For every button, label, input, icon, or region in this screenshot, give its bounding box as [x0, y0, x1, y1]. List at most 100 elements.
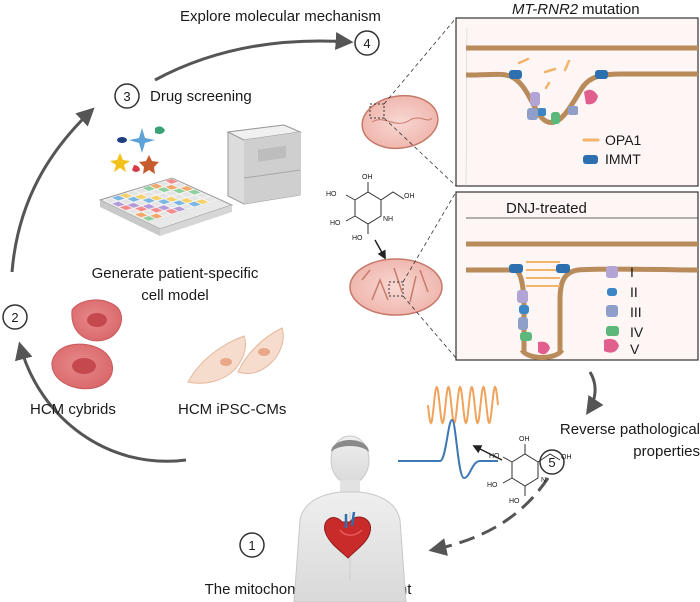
plate-well [111, 195, 126, 202]
mol-bottom-oh-label-2: OH [519, 436, 530, 443]
molecule-to-mito-arrow [374, 239, 386, 260]
cybrid-cells-icon [51, 299, 122, 390]
complex-V-label: V [630, 341, 640, 357]
plate-well [141, 209, 157, 216]
mutation-title-italic: MT-RNR2 [512, 1, 579, 18]
plate-well [179, 191, 195, 198]
plate-well [149, 189, 164, 196]
step-circle-2: 2 [2, 304, 28, 330]
dnj-panel [455, 191, 699, 361]
plate-reader-icon [226, 124, 302, 205]
step-3-label: Drug screening [150, 88, 252, 105]
step-circle-5: 5 [539, 449, 565, 475]
plate-well [133, 211, 149, 218]
plate-well [187, 189, 202, 196]
plate-well [171, 199, 187, 206]
dnj-molecule-top [345, 182, 405, 234]
step-4-label: Explore molecular mechanism [180, 8, 381, 25]
arrow-panel-to-5 [586, 371, 604, 415]
step-number-3: 3 [123, 89, 130, 104]
plate-well [179, 203, 195, 210]
plate-well [171, 193, 187, 200]
step-circle-4: 4 [354, 30, 380, 56]
arrow-2-to-3 [10, 107, 95, 273]
plate-well [133, 199, 149, 206]
plate-well [164, 208, 179, 215]
step-2-label-line2: cell model [141, 287, 209, 304]
mol-top-oh-label-2: OH [362, 174, 373, 181]
mol-top-oh-label: OH [404, 193, 415, 200]
ipsc-label: HCM iPSC-CMs [178, 401, 286, 418]
plate-well [171, 205, 187, 212]
plate-well [126, 208, 141, 215]
plate-well [149, 195, 164, 202]
plate-well [156, 192, 172, 199]
plate-well [149, 201, 164, 208]
mol-top-ho-label-3: HO [352, 235, 363, 242]
plate-well [141, 215, 157, 222]
plate-well [156, 186, 172, 193]
plate-well [126, 190, 141, 197]
plate-well [156, 210, 172, 217]
plate-well [141, 185, 157, 192]
plate-well [118, 198, 134, 205]
complex-IV-label: IV [630, 324, 644, 340]
step-number-5: 5 [548, 455, 555, 470]
step-2-label-line1: Generate patient-specific [92, 265, 259, 282]
plate-well [194, 192, 210, 199]
mol-bottom-ho-label-3: HO [509, 498, 520, 505]
complex-III-label: III [630, 304, 642, 320]
plate-well [156, 198, 172, 205]
plate-well [118, 204, 134, 211]
plate-well [164, 202, 179, 209]
plate-well [171, 181, 187, 188]
plate-well [103, 197, 119, 204]
mutation-panel [455, 17, 699, 187]
complex-I-label: I [630, 264, 634, 280]
plate-well [194, 198, 210, 205]
plate-well [179, 197, 195, 204]
plate-well [164, 196, 179, 203]
zoom-lines [383, 17, 457, 359]
plate-well [149, 183, 164, 190]
step-circle-1: 1 [239, 532, 265, 558]
mol-top-ho-label-2: HO [330, 220, 341, 227]
plate-well [141, 203, 157, 210]
plate-well [156, 180, 172, 187]
dnj-molecule-bottom [502, 444, 561, 496]
plate-well [126, 202, 141, 209]
mitochondrion-treated-icon [349, 258, 443, 316]
legend-opa1-label: OPA1 [605, 132, 642, 148]
step-number-2: 2 [11, 310, 18, 325]
complex-II-label: II [630, 284, 638, 300]
molecule-to-signal-arrow [472, 445, 503, 461]
arrow-5-to-1 [428, 477, 550, 556]
step-number-4: 4 [363, 36, 370, 51]
mol-top-nh-label: NH [383, 216, 393, 223]
mutation-title-rest: mutation [582, 1, 640, 18]
plate-well [164, 178, 179, 185]
plate-well [133, 193, 149, 200]
well-plate-icon [98, 177, 234, 236]
plate-well [156, 204, 172, 211]
calcium-oscillation-trace [427, 385, 499, 425]
plate-well [171, 187, 187, 194]
mol-bottom-ho-label-2: HO [487, 482, 498, 489]
plate-well [133, 205, 149, 212]
arrow-3-to-4 [154, 32, 354, 82]
mol-bottom-n-label: N [541, 477, 546, 484]
step-5-label-line2: properties [633, 443, 700, 460]
cybrids-label: HCM cybrids [30, 401, 116, 418]
plate-well [149, 207, 164, 214]
plate-well [164, 190, 179, 197]
heart-icon [324, 511, 372, 559]
step-circle-3: 3 [114, 83, 140, 109]
plate-well [118, 192, 134, 199]
plate-well [164, 184, 179, 191]
plate-well [126, 196, 141, 203]
plate-well [187, 195, 202, 202]
legend-immt-label: IMMT [605, 151, 641, 167]
arrow-1-to-2 [15, 341, 187, 463]
dnj-title: DNJ-treated [506, 200, 587, 217]
